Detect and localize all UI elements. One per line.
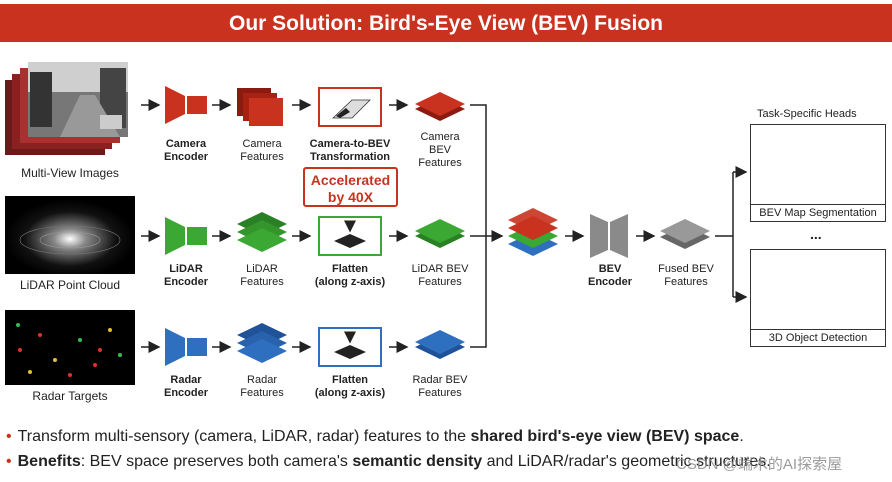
- lidar-bev-features-shape: [415, 219, 465, 248]
- lidar-encoder-label: LiDAR Encoder: [163, 263, 208, 288]
- watermark: CSDN @端木的AI探索屋: [676, 456, 843, 473]
- bullet-benefits: • Benefits: BEV space preserves both came…: [6, 449, 771, 474]
- bullet-marker: •: [6, 453, 12, 470]
- camera-encoder-label: Camera Encoder: [163, 138, 208, 163]
- camera-to-bev-label: Camera-to-BEV Transformation: [309, 138, 391, 163]
- radar-features-label: Radar Features: [240, 374, 284, 399]
- fused-bev-features-label: Fused BEV Features: [658, 263, 714, 288]
- map-segmentation-panel: BEV Map Segmentation: [750, 124, 886, 222]
- camera-features-label: Camera Features: [240, 138, 284, 163]
- camera-features-shape: [237, 88, 283, 126]
- radar-targets-thumbnail: [5, 310, 135, 385]
- stacked-bev-features-shape: [508, 208, 558, 256]
- bullet2-bold-semantic: semantic density: [352, 453, 483, 470]
- bullet2-text1: : BEV space preserves both camera's: [80, 453, 353, 470]
- lidar-features-label: LiDAR Features: [240, 263, 284, 288]
- bullet1-text: Transform multi-sensory (camera, LiDAR, …: [17, 428, 471, 445]
- accelerated-callout: Accelerated by 40X: [303, 167, 398, 207]
- more-heads-ellipsis: ...: [810, 226, 822, 242]
- camera-bev-features-shape: [415, 92, 465, 121]
- radar-targets-label: Radar Targets: [32, 389, 108, 403]
- radar-features-shape: [237, 323, 287, 363]
- fused-bev-features-shape: [660, 219, 710, 249]
- lidar-point-cloud-thumbnail: [5, 196, 135, 274]
- radar-flatten-label: Flatten (along z-axis): [314, 374, 386, 399]
- lidar-point-cloud-label: LiDAR Point Cloud: [19, 278, 121, 292]
- lidar-flatten-label: Flatten (along z-axis): [314, 263, 386, 288]
- page-title: Our Solution: Bird's-Eye View (BEV) Fusi…: [229, 12, 663, 35]
- bullet1-bold: shared bird's-eye view (BEV) space: [470, 428, 740, 445]
- title-banner: [0, 4, 892, 42]
- bullet2-text2: and LiDAR/radar's geometric structures.: [482, 453, 771, 470]
- detection-panel: 3D Object Detection: [750, 249, 886, 347]
- radar-encoder-label: Radar Encoder: [163, 374, 208, 399]
- radar-bev-features-label: Radar BEV Features: [412, 374, 468, 399]
- multi-view-images-label: Multi-View Images: [21, 166, 119, 180]
- bev-encoder-label: BEV Encoder: [587, 263, 632, 288]
- bullet-list: • Transform multi-sensory (camera, LiDAR,…: [6, 424, 771, 474]
- bullet-marker: •: [6, 428, 12, 445]
- bullet1-end: .: [739, 428, 744, 445]
- lidar-bev-features-label: LiDAR BEV Features: [411, 263, 469, 288]
- bullet2-bold-benefits: Benefits: [17, 453, 81, 470]
- radar-encoder-shape: [165, 328, 207, 366]
- camera-to-bev-box: [318, 87, 382, 127]
- lidar-flatten-box: [318, 216, 382, 256]
- map-segmentation-label: BEV Map Segmentation: [751, 204, 885, 221]
- radar-bev-features-shape: [415, 330, 465, 359]
- multi-view-images-thumbnail: [5, 62, 128, 155]
- lidar-features-shape: [237, 212, 287, 252]
- bev-encoder-shape: [590, 214, 628, 258]
- lidar-encoder-shape: [165, 217, 207, 255]
- bullet-transform: • Transform multi-sensory (camera, LiDAR,…: [6, 424, 771, 449]
- task-heads-title: Task-Specific Heads: [757, 108, 857, 120]
- radar-flatten-box: [318, 327, 382, 367]
- detection-label: 3D Object Detection: [751, 329, 885, 346]
- camera-bev-features-label: Camera BEV Features: [418, 131, 462, 169]
- camera-encoder-shape: [165, 86, 207, 124]
